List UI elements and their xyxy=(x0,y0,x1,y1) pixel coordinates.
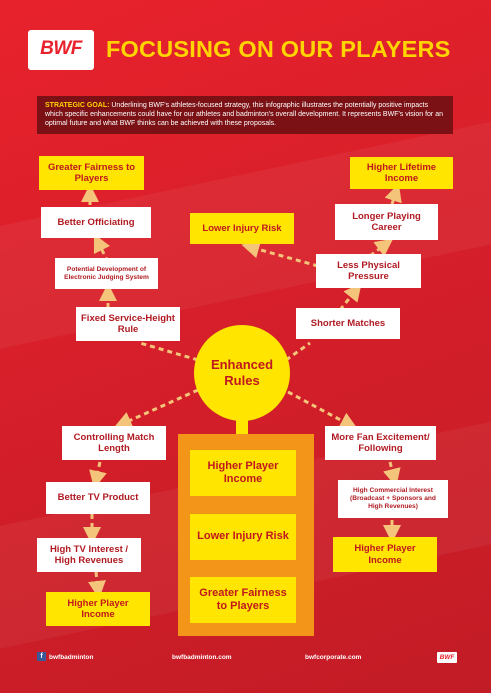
arrow-hub-to-fixed-service xyxy=(139,341,199,362)
arrow-physical-to-lower-injury xyxy=(241,240,319,268)
bwf-logo-text: BWF xyxy=(40,38,82,59)
higher-lifetime-income-box: Higher Lifetime Income xyxy=(350,157,453,189)
electronic-judging-box: Potential Development of Electronic Judg… xyxy=(55,258,158,289)
arrow-hub-to-controlling xyxy=(113,388,199,429)
greater-fairness-box: Greater Fairness to Players xyxy=(39,156,144,190)
facebook-icon[interactable]: f xyxy=(37,652,46,661)
bwfbadminton-link[interactable]: bwfbadminton.com xyxy=(172,654,232,661)
less-physical-pressure-box: Less Physical Pressure xyxy=(316,254,421,288)
better-officiating-box: Better Officiating xyxy=(41,207,151,238)
bwfcorporate-link[interactable]: bwfcorporate.com xyxy=(305,654,362,661)
high-tv-interest-box: High TV Interest / High Revenues xyxy=(37,538,141,572)
arrow-shorter-to-less-physical xyxy=(338,282,362,311)
more-fan-excitement-box: More Fan Excitement/ Following xyxy=(325,426,436,460)
page-title: FOCUSING ON OUR PLAYERS xyxy=(106,36,451,62)
arrow-hub-to-fan xyxy=(287,390,358,430)
higher-player-income-box-left: Higher Player Income xyxy=(46,592,150,626)
arrow-controlling-to-tv xyxy=(89,461,107,489)
better-tv-product-box: Better TV Product xyxy=(46,482,150,514)
strategic-goal-box: STRATEGIC GOAL: Underlining BWF's athlet… xyxy=(37,96,453,134)
arrow-hub-to-shorter xyxy=(285,341,311,362)
high-commercial-interest-box: High Commercial Interest (Broadcast + Sp… xyxy=(338,480,448,518)
center-higher-player-income-box: Higher Player Income xyxy=(190,450,296,496)
bwf-logo: BWF xyxy=(28,30,94,70)
strategic-goal-label: STRATEGIC GOAL: xyxy=(45,102,110,109)
enhanced-rules-hub: Enhanced Rules xyxy=(194,325,290,421)
higher-player-income-box-right: Higher Player Income xyxy=(333,537,437,572)
footer-bwf-logo: BWF xyxy=(437,652,457,663)
fixed-service-height-box: Fixed Service-Height Rule xyxy=(76,307,180,341)
longer-playing-career-box: Longer Playing Career xyxy=(335,204,438,240)
lower-injury-risk-box: Lower Injury Risk xyxy=(190,213,294,244)
center-lower-injury-risk-box: Lower Injury Risk xyxy=(190,514,296,560)
center-greater-fairness-box: Greater Fairness to Players xyxy=(190,577,296,623)
arrow-interest-to-income xyxy=(88,571,106,599)
shorter-matches-box: Shorter Matches xyxy=(296,308,400,339)
arrow-fan-to-commercial xyxy=(383,461,401,487)
arrow-career-to-lifetime xyxy=(384,183,402,205)
facebook-handle[interactable]: bwfbadminton xyxy=(49,654,94,661)
strategic-goal-text: Underlining BWF's athletes-focused strat… xyxy=(45,102,443,128)
controlling-match-length-box: Controlling Match Length xyxy=(62,426,166,460)
